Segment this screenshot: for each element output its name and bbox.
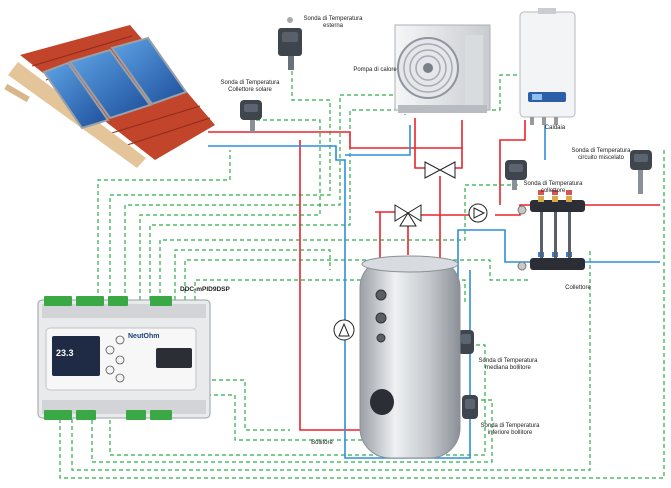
label-external-sensor: Sonda di Temperatura esterna bbox=[303, 16, 363, 29]
three-way-valve-top bbox=[424, 161, 456, 179]
label-tank: Bollitore bbox=[311, 440, 333, 446]
hot-pipes bbox=[208, 118, 660, 431]
solar-sensor-icon bbox=[240, 100, 262, 132]
tank-bottom-sensor-icon bbox=[462, 395, 478, 419]
label-solar-sensor: Sonda di Temperatura Collettore solare bbox=[220, 80, 280, 93]
signal-wires bbox=[59, 65, 665, 479]
label-controller-model: DDC-mPID9DSP bbox=[180, 286, 230, 293]
controller-display-value: 23.3 bbox=[56, 348, 74, 358]
label-boiler: Caldaia bbox=[544, 125, 566, 131]
circulation-pump-lower bbox=[333, 319, 355, 341]
circulation-pump-upper bbox=[468, 203, 488, 223]
label-mixed-sensor: Sonda di Temperatura circuito miscelato bbox=[571, 148, 631, 161]
label-manifold: Collettore bbox=[565, 285, 591, 291]
label-tank-middle-sensor: Sonda di Temperatura mediana bollitore bbox=[478, 358, 538, 371]
label-collector-sensor: Sonda di Temperatura collettore bbox=[523, 181, 583, 194]
heat-pump bbox=[394, 24, 491, 113]
boiler bbox=[519, 8, 576, 125]
tank-middle-sensor-icon bbox=[458, 330, 474, 354]
solar-collector bbox=[4, 25, 215, 168]
three-way-valve-middle bbox=[394, 204, 422, 227]
label-tank-bottom-sensor: Sonda di Temperatura inferiore bollitore bbox=[480, 423, 540, 436]
storage-tank bbox=[359, 255, 461, 459]
collector-sensor-icon bbox=[505, 160, 527, 190]
controller-brand-logo: NeutOhm bbox=[128, 333, 160, 340]
mixed-circuit-sensor-icon bbox=[630, 150, 652, 194]
external-sensor-icon bbox=[278, 17, 302, 70]
manifold bbox=[517, 190, 585, 271]
controller-unit bbox=[37, 296, 211, 420]
label-heat-pump: Pompa di calore bbox=[353, 67, 397, 73]
